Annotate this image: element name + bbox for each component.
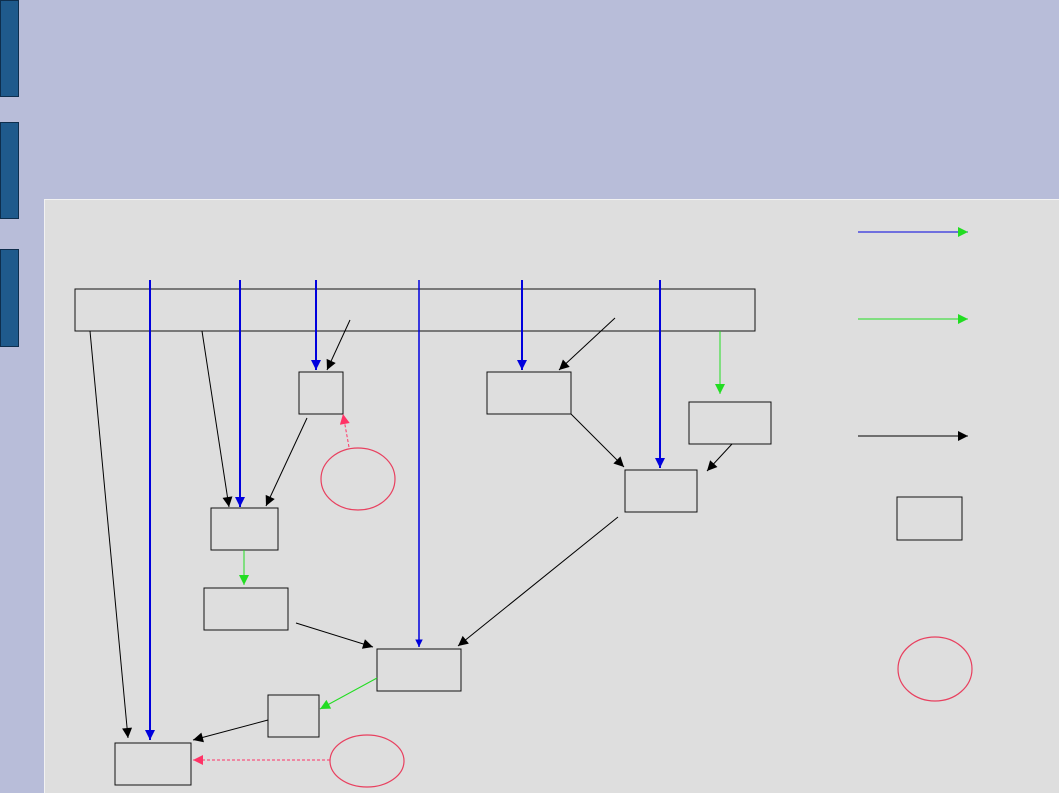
box-g[interactable] bbox=[376, 648, 462, 692]
black-arrow-7 bbox=[706, 443, 733, 472]
black-arrow-3 bbox=[326, 319, 351, 371]
black-arrow-9 bbox=[295, 622, 374, 649]
circle-2[interactable] bbox=[329, 734, 405, 788]
box-f[interactable] bbox=[203, 587, 289, 631]
box-c[interactable] bbox=[688, 401, 772, 445]
box-e[interactable] bbox=[210, 507, 279, 551]
green-arrow-3 bbox=[319, 677, 378, 710]
black-arrow-5 bbox=[558, 317, 616, 371]
red-dashed-arrow-1 bbox=[339, 413, 350, 448]
side-tab-2[interactable] bbox=[0, 122, 19, 219]
black-arrow-10 bbox=[192, 719, 269, 743]
box-h[interactable] bbox=[267, 694, 320, 738]
side-tab-1[interactable] bbox=[0, 0, 19, 97]
box-d[interactable] bbox=[624, 469, 698, 513]
box-a[interactable] bbox=[298, 371, 344, 415]
top-bar[interactable] bbox=[74, 288, 756, 332]
black-arrow-1 bbox=[89, 330, 133, 739]
box-i[interactable] bbox=[114, 742, 192, 786]
circle-1[interactable] bbox=[320, 447, 396, 511]
legend-box bbox=[896, 496, 963, 541]
black-arrow-2 bbox=[201, 330, 233, 508]
black-arrow-8 bbox=[457, 516, 619, 647]
black-arrow-4 bbox=[265, 417, 308, 507]
side-tab-3[interactable] bbox=[0, 249, 19, 347]
box-b[interactable] bbox=[486, 371, 572, 415]
legend-circle bbox=[897, 636, 973, 702]
legend bbox=[858, 227, 973, 702]
black-arrow-6 bbox=[570, 413, 625, 468]
diagram-canvas bbox=[44, 199, 1059, 793]
